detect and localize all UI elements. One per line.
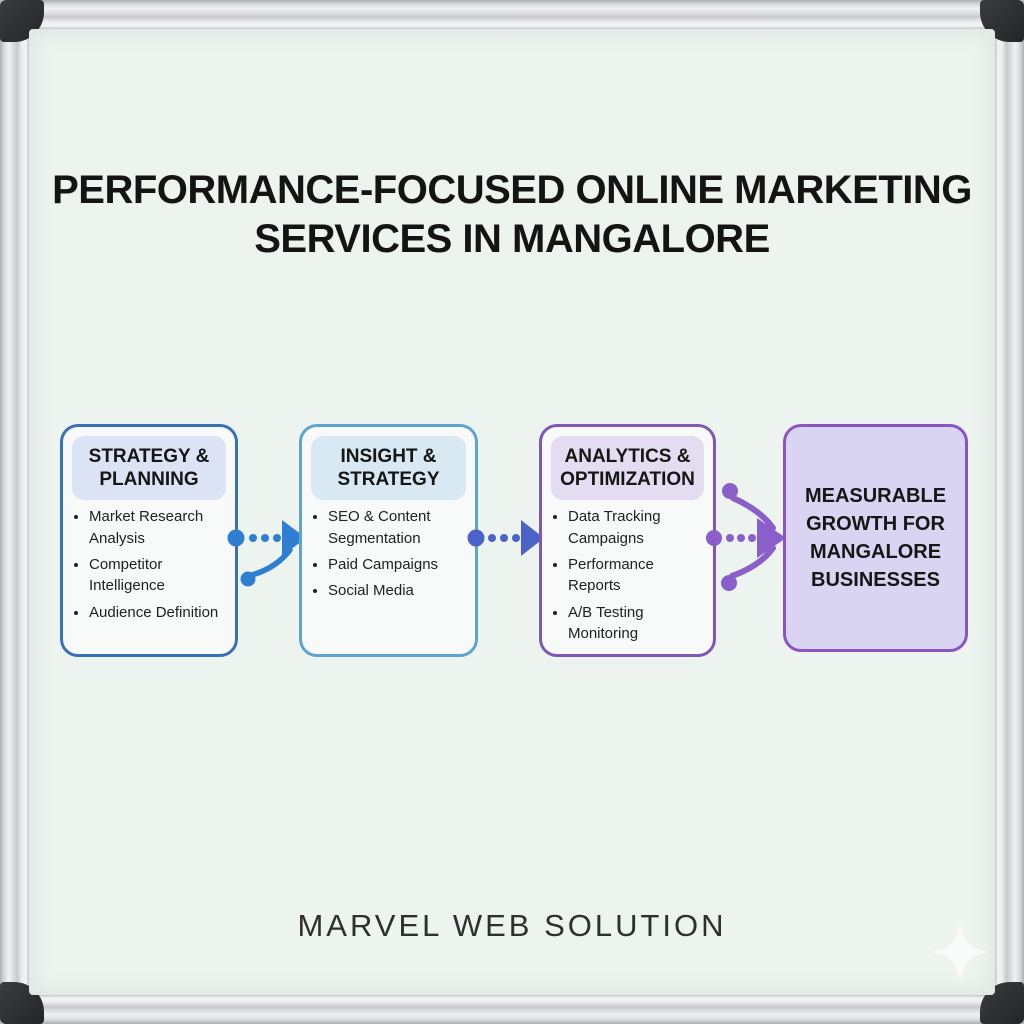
arrow-dots-and-head bbox=[706, 483, 786, 591]
stage-bullets: Data Tracking Campaigns Performance Repo… bbox=[542, 506, 713, 644]
outcome-text: MEASURABLE GROWTH FOR MANGALORE BUSINESS… bbox=[804, 485, 947, 591]
flow-arrow-2 bbox=[467, 520, 544, 556]
flow-arrow-3 bbox=[706, 483, 786, 591]
frame-edge-right bbox=[994, 0, 1024, 1024]
stage-card-strategy-planning: STRATEGY & PLANNING Market Research Anal… bbox=[60, 424, 238, 657]
bullet-item: Competitor Intelligence bbox=[89, 554, 225, 597]
brand-footer: MARVEL WEB SOLUTION bbox=[297, 908, 727, 943]
curve-connector-bottom bbox=[729, 545, 776, 579]
page-title-line-2: SERVICES IN MANGALORE bbox=[254, 216, 770, 261]
bullet-item: SEO & Content Segmentation bbox=[328, 506, 465, 549]
bullet-item: Data Tracking Campaigns bbox=[568, 506, 703, 549]
bullet-item: Market Research Analysis bbox=[89, 506, 225, 549]
frame-edge-top bbox=[0, 0, 1024, 30]
stage-card-measurable-growth: MEASURABLE GROWTH FOR MANGALORE BUSINESS… bbox=[783, 424, 968, 652]
stage-card-analytics-optimization: ANALYTICS & OPTIMIZATION Data Tracking C… bbox=[539, 424, 716, 657]
flow-arrow-1 bbox=[227, 520, 306, 587]
frame-edge-bottom bbox=[0, 994, 1024, 1024]
arrow-head bbox=[521, 520, 544, 556]
sparkle-watermark bbox=[930, 922, 990, 982]
arrow-head bbox=[282, 520, 306, 556]
stage-header: INSIGHT & STRATEGY bbox=[311, 436, 466, 501]
arrow-head bbox=[757, 518, 786, 558]
curve-connector-top bbox=[730, 495, 776, 531]
bullet-item: Social Media bbox=[328, 580, 465, 601]
frame-edge-left bbox=[0, 0, 30, 1024]
bullet-item: Paid Campaigns bbox=[328, 554, 465, 575]
stage-header: STRATEGY & PLANNING bbox=[72, 436, 226, 501]
stage-card-insight-strategy: INSIGHT & STRATEGY SEO & Content Segment… bbox=[299, 424, 478, 657]
connector-dot bbox=[722, 483, 738, 499]
stage-header: ANALYTICS & OPTIMIZATION bbox=[551, 436, 704, 501]
curve-connector bbox=[249, 547, 293, 578]
arrow-dots-and-head bbox=[467, 520, 544, 556]
arrow-dots-and-head bbox=[227, 520, 306, 587]
bullet-item: Performance Reports bbox=[568, 554, 703, 597]
page-title-line-1: PERFORMANCE-FOCUSED ONLINE MARKETING bbox=[52, 168, 972, 212]
stage-bullets: SEO & Content Segmentation Paid Campaign… bbox=[302, 506, 475, 601]
bullet-item: A/B Testing Monitoring bbox=[568, 602, 703, 645]
stage-bullets: Market Research Analysis Competitor Inte… bbox=[63, 506, 235, 622]
connector-dot bbox=[721, 575, 737, 591]
bullet-item: Audience Definition bbox=[89, 602, 225, 623]
page-title: PERFORMANCE-FOCUSED ONLINE MARKETING SER… bbox=[40, 166, 984, 264]
